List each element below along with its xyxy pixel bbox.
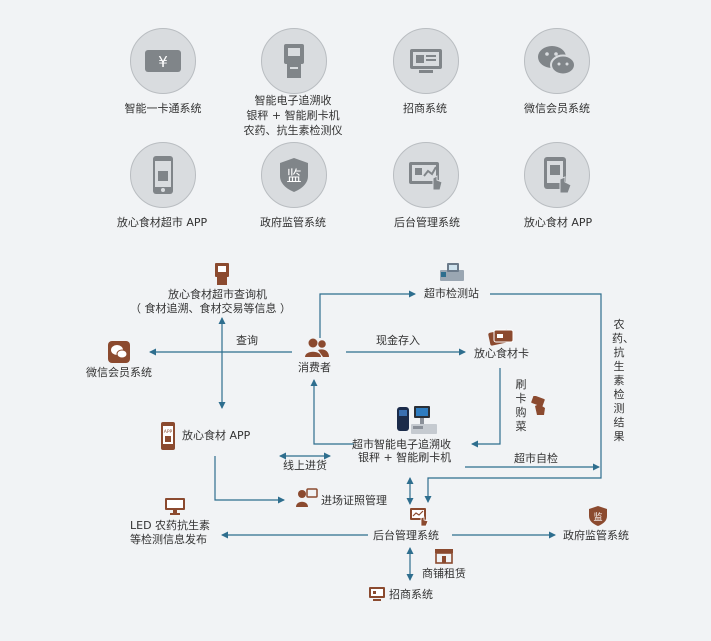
- arrow-card-to-scale: [471, 368, 501, 448]
- trace-scale-label: 智能电子追溯收 银秤 + 智能刷卡机 农药、抗生素检测仪: [226, 93, 360, 138]
- touch-screen-icon: [409, 162, 443, 191]
- backend-circle: [393, 142, 459, 208]
- led-label-1: LED 农药抗生素: [130, 519, 211, 532]
- food-app-label: 放心食材 APP: [523, 216, 593, 229]
- consumer-label: 消费者: [298, 361, 331, 374]
- trace-scale-flow-label-2: 银秤 + 智能刷卡机: [358, 451, 452, 464]
- gov-supervision-circle: 监: [261, 142, 327, 208]
- line-test-result: [424, 293, 602, 503]
- trace-scale-line-1: 智能电子追溯收: [254, 94, 332, 107]
- gov-flow-icon: 监: [589, 506, 607, 526]
- swipe-card-hand-icon: [531, 396, 545, 415]
- trace-scale-line-2: 银秤 + 智能刷卡机: [246, 109, 340, 122]
- shop-rent-icon: [435, 549, 453, 564]
- shield-icon: 监: [280, 158, 308, 192]
- supermarket-app-label: 放心食材超市 APP: [116, 216, 208, 229]
- wechat-circle: [524, 28, 590, 94]
- self-check-label: 超市自检: [514, 452, 558, 465]
- license-mgmt-icon: [296, 488, 318, 507]
- tablet-touch-icon: [544, 157, 572, 194]
- shop-rent-label: 商铺租赁: [422, 567, 466, 580]
- svg-text:¥: ¥: [158, 53, 168, 71]
- food-card-label: 放心食材卡: [474, 347, 529, 360]
- smart-card-label: 智能一卡通系统: [124, 102, 202, 115]
- trace-scale-icon: [397, 406, 437, 434]
- cash-deposit-label: 现金存入: [376, 334, 420, 347]
- kiosk-title: 放心食材超市查询机: [168, 288, 267, 301]
- trace-scale-flow-label-1: 超市智能电子追溯收: [352, 438, 451, 451]
- supermarket-app-circle: [130, 142, 196, 208]
- test-station-label: 超市检测站: [424, 287, 479, 300]
- pesticide-result-label: 农药、抗生素检测结果: [612, 318, 634, 443]
- merchant-flow-icon: [369, 587, 385, 601]
- merchant-flow-label: 招商系统: [389, 588, 433, 601]
- wechat-member-flow-label: 微信会员系统: [86, 366, 152, 379]
- backend-flow-label: 后台管理系统: [373, 529, 439, 542]
- trace-scale-circle: [261, 28, 327, 94]
- backend-label: 后台管理系统: [394, 216, 460, 229]
- kiosk-icon: [284, 44, 304, 78]
- food-app-phone-icon: APP: [161, 422, 175, 450]
- backend-flow-icon: [410, 508, 429, 527]
- swipe-buy-label: 刷卡购菜: [515, 378, 527, 433]
- wechat-member-label: 微信会员系统: [524, 102, 590, 115]
- trace-scale-line-3: 农药、抗生素检测仪: [243, 124, 343, 137]
- yen-card-icon: ¥: [145, 50, 181, 72]
- smart-card-circle: ¥: [130, 28, 196, 94]
- kiosk-query-icon: [215, 263, 229, 285]
- monitor-icon: [410, 49, 442, 73]
- led-label-2: 等检测信息发布: [130, 533, 207, 546]
- food-card-icon: [488, 329, 514, 346]
- svg-text:监: 监: [593, 511, 602, 523]
- food-app-flow-label: 放心食材 APP: [182, 429, 251, 442]
- consumer-icon: [305, 338, 329, 357]
- query-label: 查询: [236, 334, 258, 347]
- arrow-app-to-license: [214, 456, 285, 504]
- food-app-circle: [524, 142, 590, 208]
- wechat-member-icon: [108, 341, 130, 363]
- wechat-icon: [538, 46, 576, 76]
- phone-icon: [153, 156, 173, 194]
- license-mgmt-label: 进场证照管理: [321, 494, 387, 507]
- merchant-circle: [393, 28, 459, 94]
- svg-text:监: 监: [286, 167, 301, 185]
- arrow-consumer-to-station: [319, 290, 416, 338]
- svg-text:APP: APP: [164, 429, 173, 435]
- gov-flow-label: 政府监管系统: [563, 529, 629, 542]
- kiosk-subtitle: （ 食材追溯、食材交易等信息 ）: [130, 302, 291, 315]
- merchant-label: 招商系统: [403, 102, 447, 115]
- online-purchase-label: 线上进货: [283, 459, 327, 472]
- led-display-icon: [165, 498, 185, 515]
- test-station-icon: [440, 263, 464, 281]
- arrow-scale-to-consumer: [310, 379, 354, 445]
- gov-supervision-label: 政府监管系统: [260, 216, 326, 229]
